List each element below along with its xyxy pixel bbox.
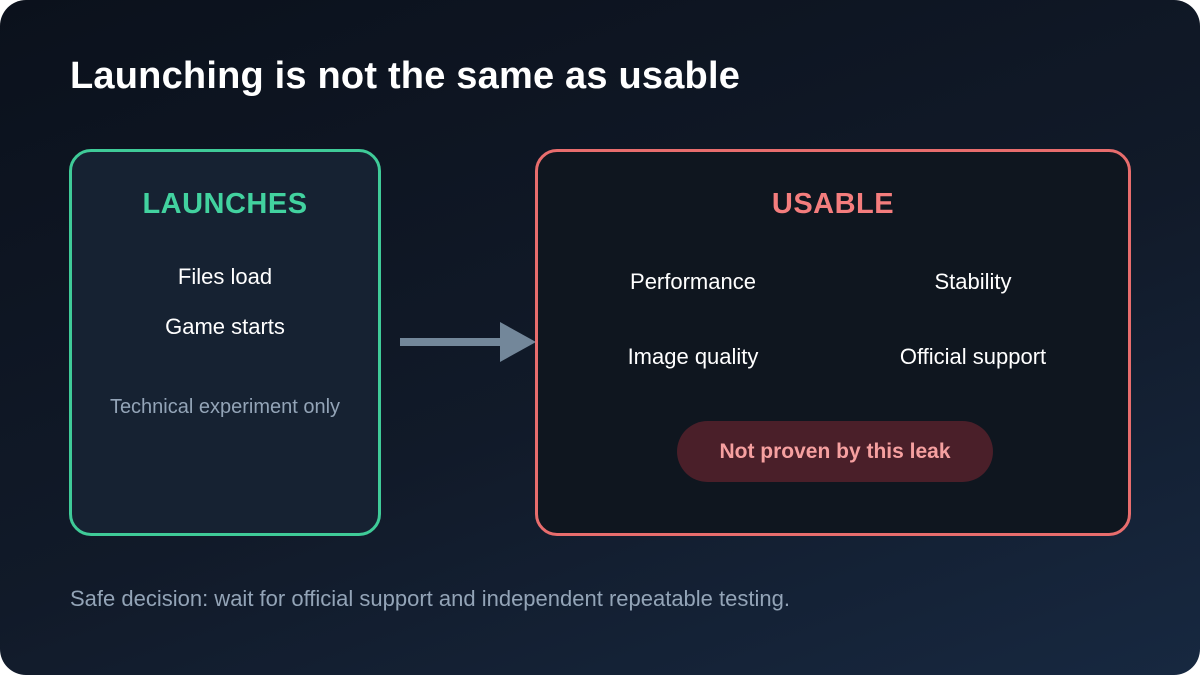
launches-item-files-load: Files load <box>177 264 273 289</box>
launches-item-game-starts: Game starts <box>165 314 285 339</box>
launches-heading: LAUNCHES <box>142 188 308 220</box>
usable-item-image-quality: Image quality <box>627 344 759 369</box>
usable-panel: USABLE Performance Stability Image quali… <box>535 149 1131 536</box>
usable-item-official-support: Official support <box>899 344 1047 369</box>
usable-item-stability: Stability <box>934 269 1012 294</box>
footer-note: Safe decision: wait for official support… <box>70 586 790 611</box>
usable-item-performance: Performance <box>630 269 756 294</box>
arrow-right-icon <box>400 322 536 362</box>
not-proven-badge: Not proven by this leak <box>677 421 993 482</box>
launches-panel: LAUNCHES Files load Game starts Technica… <box>69 149 381 536</box>
launches-note: Technical experiment only <box>109 396 341 418</box>
slide-title: Launching is not the same as usable <box>70 55 741 97</box>
usable-heading: USABLE <box>771 188 895 220</box>
